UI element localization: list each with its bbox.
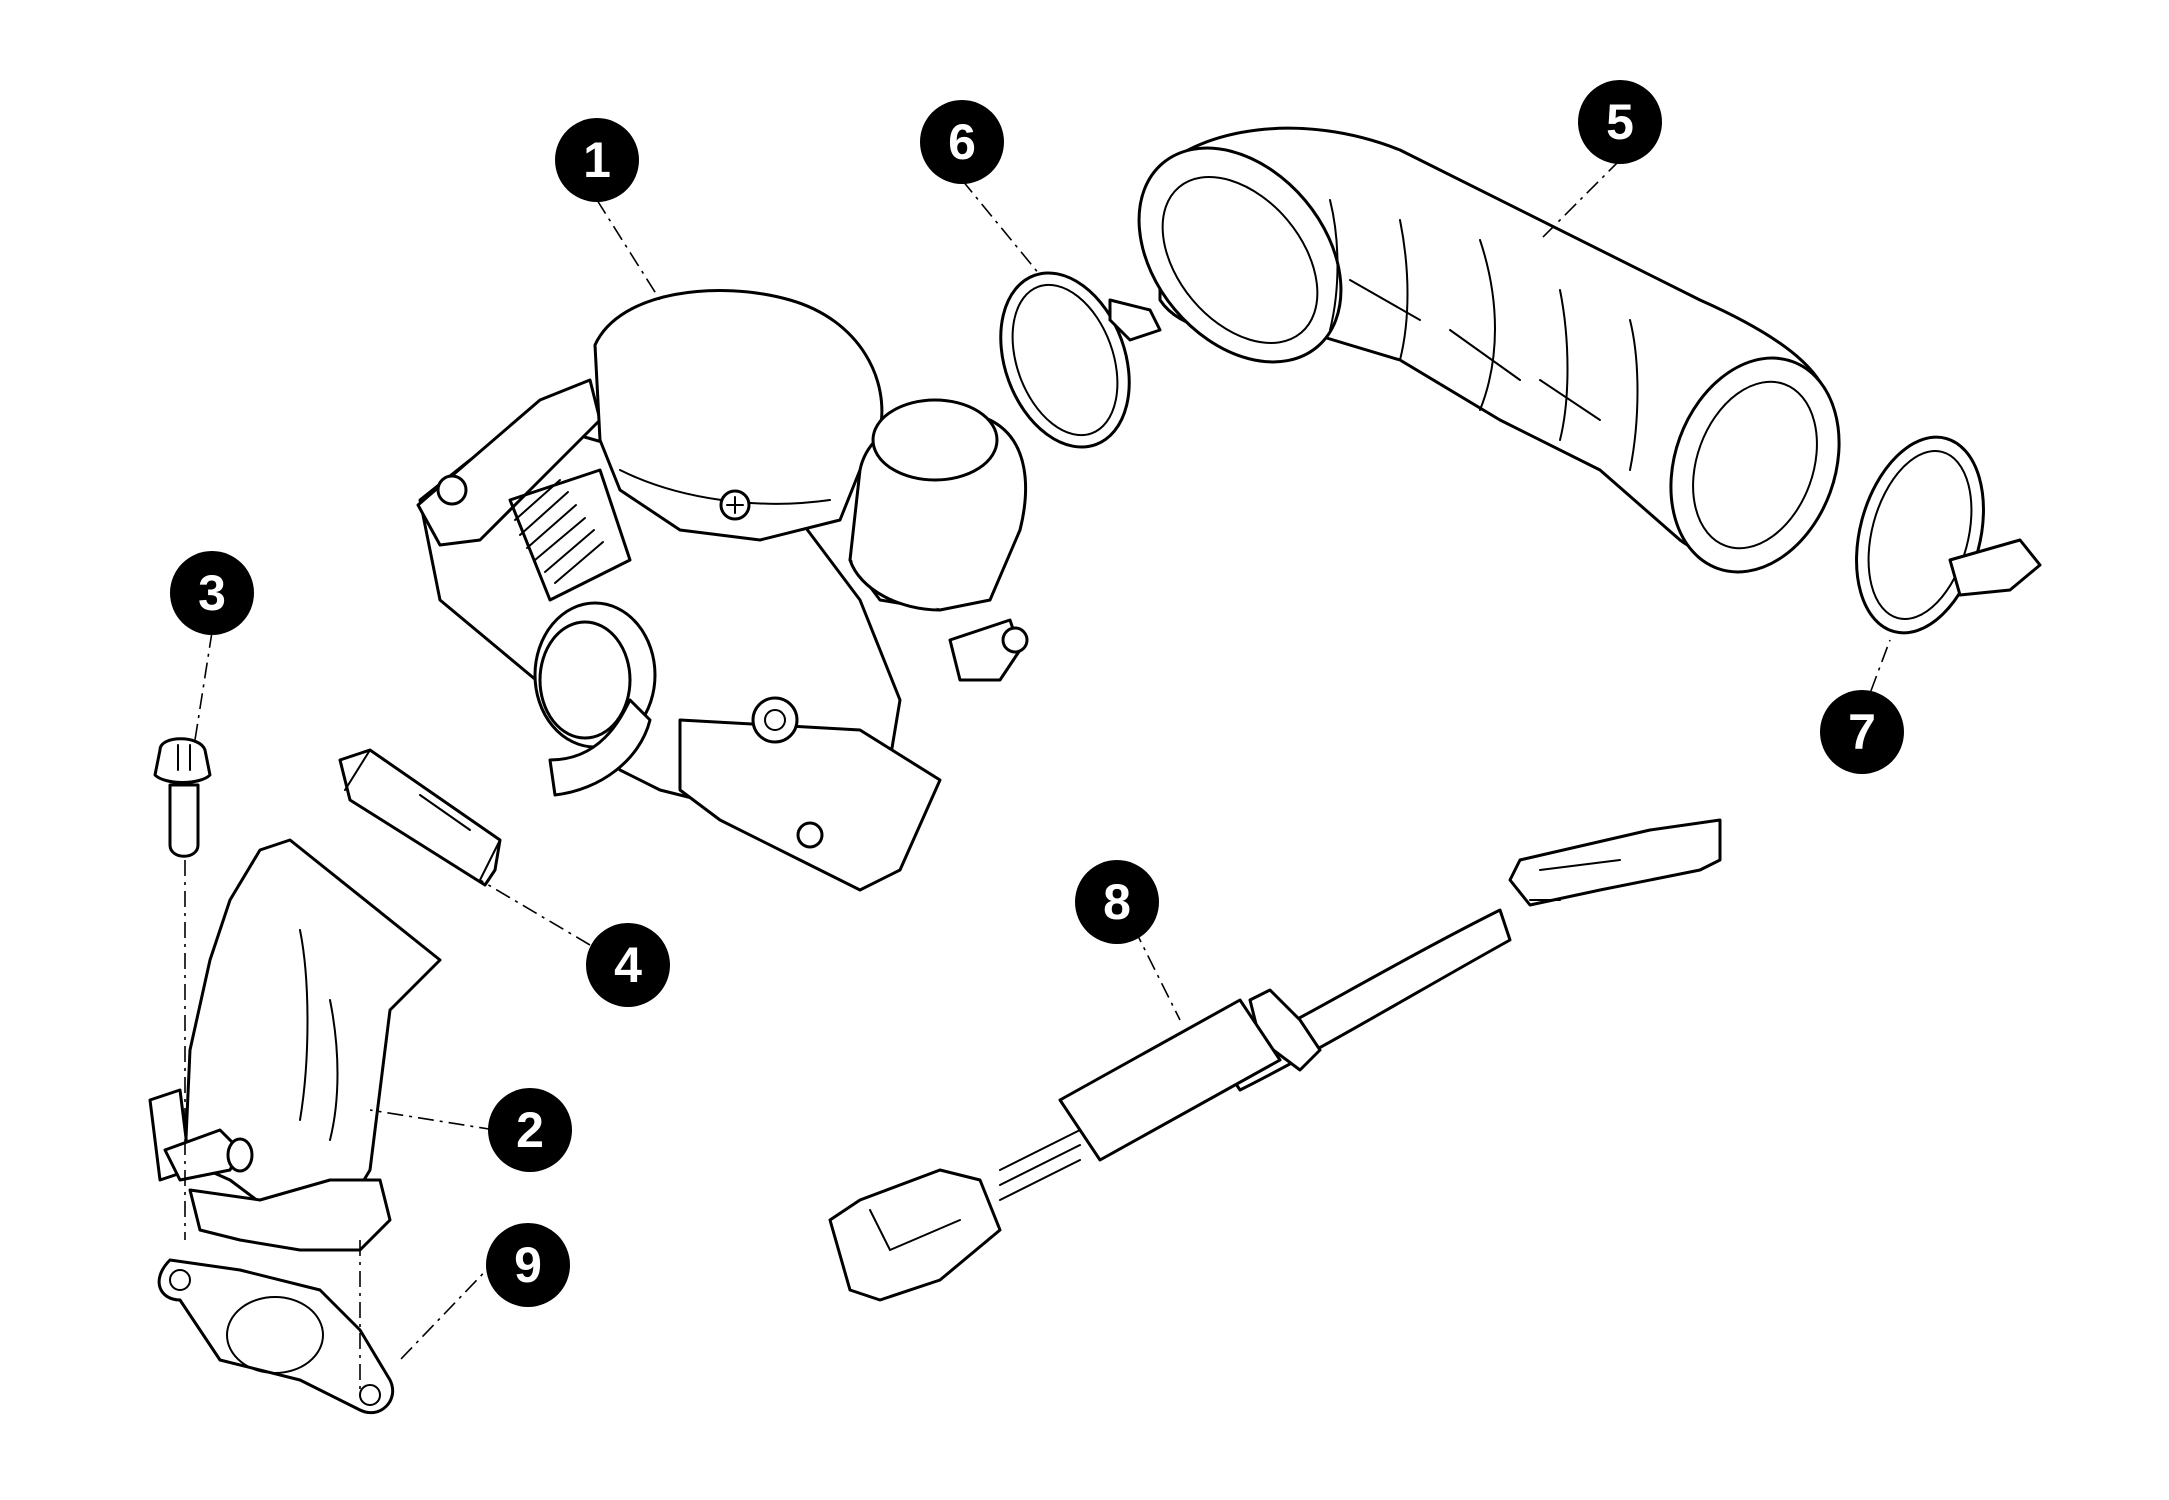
wiring-harness-part xyxy=(828,818,1722,1302)
callout-9: 9 xyxy=(486,1223,570,1307)
svg-text:1: 1 xyxy=(583,132,611,188)
leader-line-3 xyxy=(194,631,213,741)
air-intake-duct-part xyxy=(1137,126,1841,574)
leader-line-9 xyxy=(399,1257,499,1361)
callout-2: 2 xyxy=(488,1088,572,1172)
leader-lines xyxy=(184,159,1891,1390)
svg-text:5: 5 xyxy=(1606,94,1634,150)
intake-manifold-part xyxy=(148,838,442,1252)
callout-6: 6 xyxy=(920,100,1004,184)
hose-clamp-small-part xyxy=(999,271,1162,449)
insulator-spacer-part xyxy=(338,748,502,887)
carburetor-part xyxy=(416,288,1029,892)
callout-4: 4 xyxy=(586,923,670,1007)
callout-1: 1 xyxy=(555,118,639,202)
svg-text:4: 4 xyxy=(614,937,642,993)
hose-clamp-large-part xyxy=(1855,435,2042,635)
svg-text:2: 2 xyxy=(516,1102,544,1158)
callout-7: 7 xyxy=(1820,690,1904,774)
leader-line-2 xyxy=(369,1109,496,1131)
leader-line-6 xyxy=(961,179,1041,276)
manifold-gasket-part xyxy=(157,1258,395,1415)
svg-text:9: 9 xyxy=(514,1237,542,1293)
svg-text:8: 8 xyxy=(1103,874,1131,930)
callout-5: 5 xyxy=(1578,80,1662,164)
bolt-part xyxy=(153,737,212,858)
callout-8: 8 xyxy=(1075,860,1159,944)
leader-line-1 xyxy=(596,199,661,301)
leader-line-4 xyxy=(479,879,591,946)
svg-text:6: 6 xyxy=(948,114,976,170)
svg-text:3: 3 xyxy=(198,565,226,621)
callout-3: 3 xyxy=(170,551,254,635)
leader-line-5 xyxy=(1539,159,1621,241)
svg-text:7: 7 xyxy=(1848,704,1876,760)
